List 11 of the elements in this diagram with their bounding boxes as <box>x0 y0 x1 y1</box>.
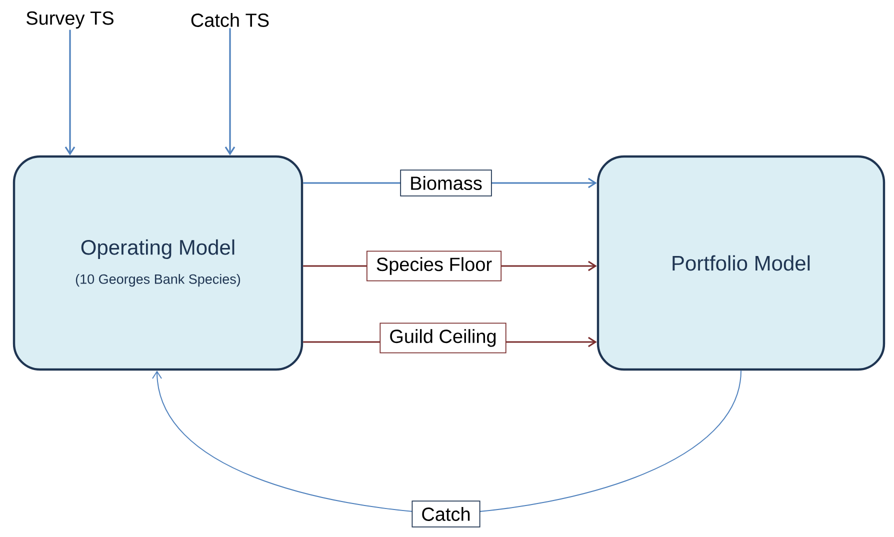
arrow <box>64 30 76 156</box>
arrow <box>224 28 236 156</box>
edge-label: Species Floor <box>366 250 502 282</box>
edge-label: Catch <box>412 500 480 528</box>
edge-label: Guild Ceiling <box>380 322 506 354</box>
model-box: Portfolio Model <box>596 155 886 371</box>
arrow <box>152 370 742 514</box>
input-label: Survey TS <box>26 11 114 29</box>
input-label: Catch TS <box>191 13 269 27</box>
edge-label: Biomass <box>400 170 492 196</box>
model-box: Operating Model (10 Georges Bank Species) <box>12 155 304 371</box>
